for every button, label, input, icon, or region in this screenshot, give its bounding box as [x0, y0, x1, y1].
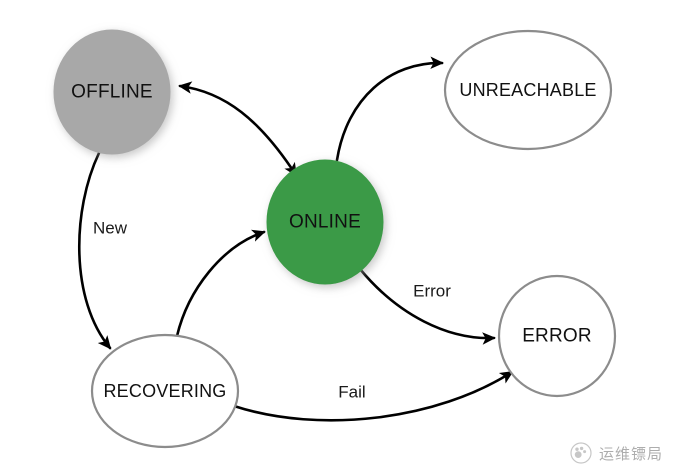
- edge-online-error[interactable]: [358, 267, 496, 345]
- watermark: 运维镖局: [570, 442, 663, 464]
- node-offline-shape[interactable]: [53, 29, 171, 155]
- node-online-label: ONLINE: [289, 212, 361, 233]
- edge-layer: [77, 56, 514, 422]
- node-offline[interactable]: OFFLINE: [53, 29, 171, 155]
- node-error-shape[interactable]: [497, 274, 617, 398]
- edge-online-offline[interactable]: [178, 81, 298, 177]
- node-error-label: ERROR: [522, 326, 592, 347]
- node-recovering-shape[interactable]: [90, 333, 240, 449]
- node-error[interactable]: ERROR: [497, 274, 617, 398]
- node-unreachable-label: UNREACHABLE: [459, 80, 596, 100]
- watermark-text: 运维镖局: [598, 444, 663, 463]
- edge-offline-recovering[interactable]: [77, 151, 112, 350]
- node-layer: OFFLINE UNREACHABLE ONLINE ERROR RECOVER…: [53, 29, 617, 449]
- node-recovering[interactable]: RECOVERING: [90, 333, 240, 449]
- edge-recovering-error[interactable]: [232, 370, 514, 422]
- node-online[interactable]: ONLINE: [266, 159, 384, 285]
- node-recovering-label: RECOVERING: [103, 381, 226, 401]
- node-unreachable-shape[interactable]: [443, 29, 613, 151]
- node-online-shape[interactable]: [266, 159, 384, 285]
- edge-label-fail: Fail: [338, 383, 365, 402]
- paw-logo-icon: [570, 442, 592, 464]
- edge-recovering-online[interactable]: [175, 229, 266, 338]
- edge-label-layer: New Error Fail: [93, 219, 451, 402]
- edge-online-unreachable[interactable]: [335, 56, 444, 162]
- node-offline-label: OFFLINE: [71, 82, 153, 103]
- edge-label-new: New: [93, 219, 128, 238]
- node-unreachable[interactable]: UNREACHABLE: [443, 29, 613, 151]
- edge-label-error: Error: [413, 282, 451, 301]
